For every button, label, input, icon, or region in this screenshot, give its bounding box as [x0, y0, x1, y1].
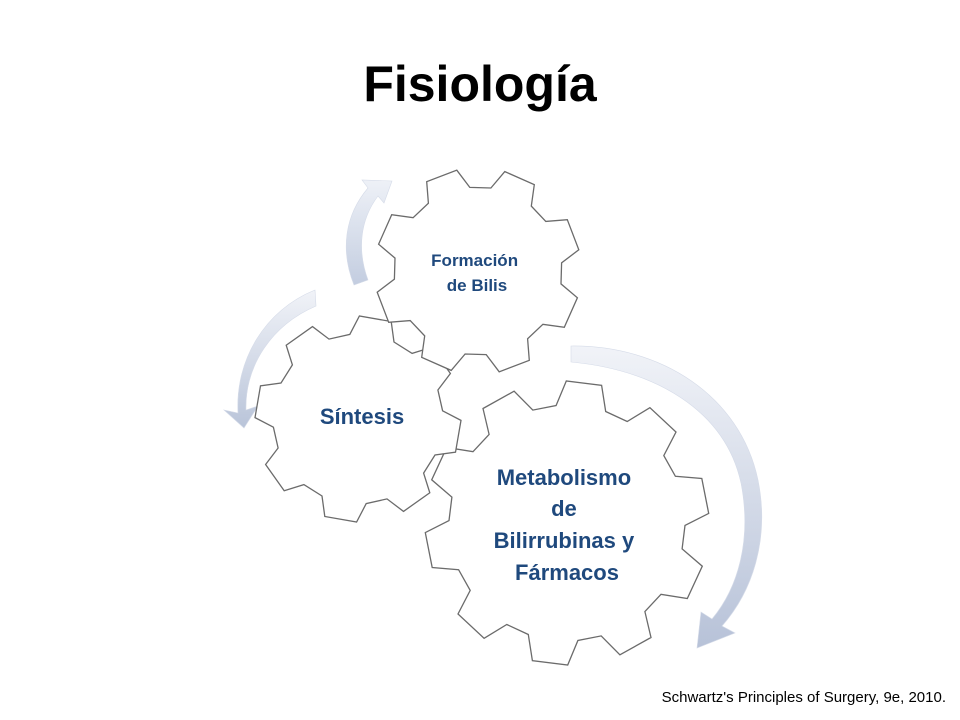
- arrow-formacion-icon: [345, 179, 393, 286]
- gear-label-metabolismo: Metabolismo de Bilirrubinas y Fármacos: [494, 465, 641, 585]
- gear-label-line: de Bilis: [447, 276, 507, 295]
- slide-title: Fisiología: [363, 56, 597, 112]
- gear-label-line: Síntesis: [320, 404, 404, 429]
- gear-label-line: Formación: [431, 251, 518, 270]
- source-citation: Schwartz's Principles of Surgery, 9e, 20…: [661, 689, 946, 706]
- arrow-metabolismo-icon: [570, 345, 763, 649]
- gear-label-line: Fármacos: [515, 560, 619, 585]
- gear-metabolismo: [424, 380, 710, 666]
- gear-label-formacion: Formación de Bilis: [431, 251, 523, 295]
- gear-label-line: Metabolismo: [497, 465, 631, 490]
- gear-formacion: [376, 169, 580, 373]
- gear-label-line: Bilirrubinas y: [494, 528, 635, 553]
- arrow-sintesis-icon: [222, 289, 317, 429]
- gear-label-line: de: [551, 496, 577, 521]
- gear-label-sintesis: Síntesis: [320, 404, 404, 429]
- cycle-arrows: [222, 179, 763, 649]
